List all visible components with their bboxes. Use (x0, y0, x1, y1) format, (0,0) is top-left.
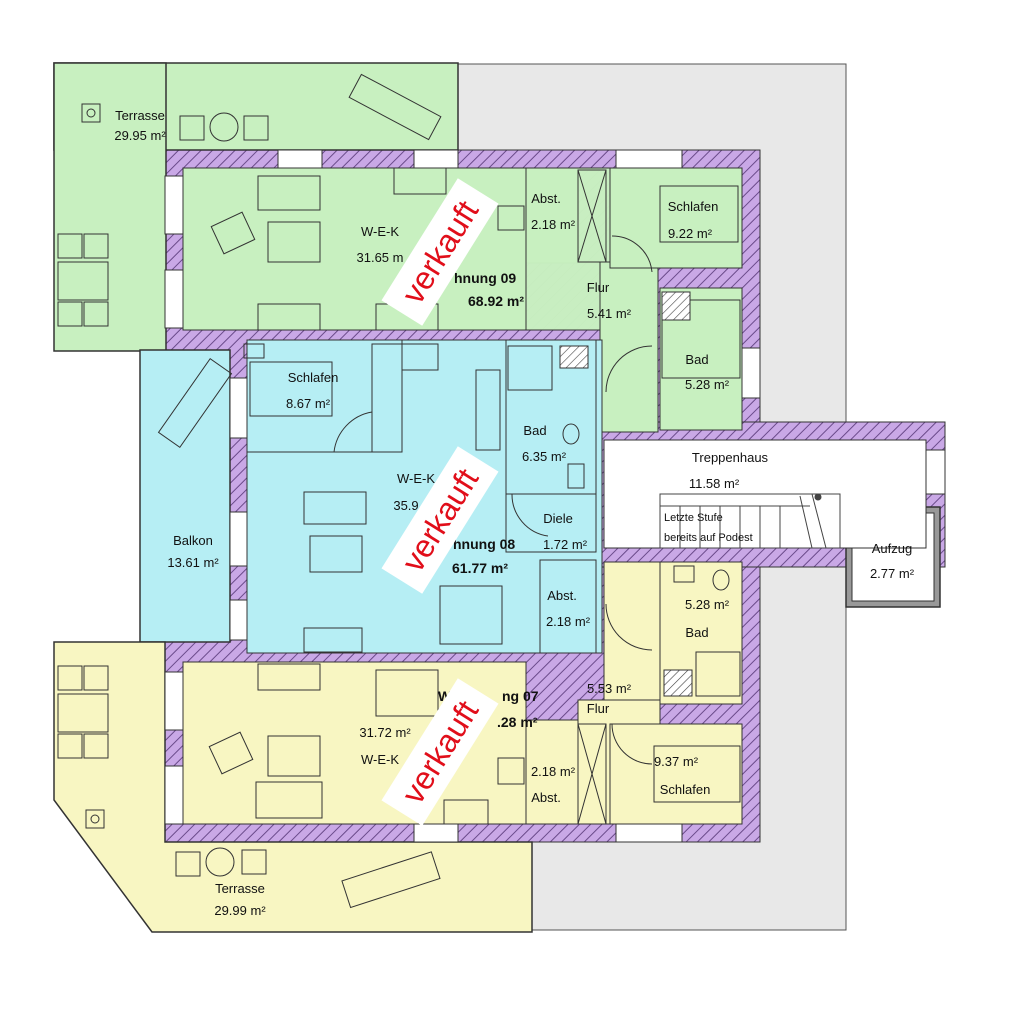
w08-diele-name: Diele (543, 511, 573, 526)
w08-title: hnung 08 (453, 536, 515, 552)
w07-title-b: ng 07 (502, 688, 539, 704)
w08-abst (539, 559, 597, 654)
stair-note-2: bereits auf Podest (664, 532, 753, 544)
w07-schlafen-name: Schlafen (660, 782, 711, 797)
w09-flur-area: 5.41 m² (587, 306, 632, 321)
w09-bad-area: 5.28 m² (685, 377, 730, 392)
w07-bad-area: 5.28 m² (685, 597, 730, 612)
w07-flur-area: 5.53 m² (587, 681, 632, 696)
w08-abst-name: Abst. (547, 588, 577, 603)
w07-flur-name: Flur (587, 701, 610, 716)
w07-terrasse-area: 29.99 m² (214, 903, 266, 918)
w08-wek-name: W-E-K (397, 471, 435, 486)
stair-note-1: Letzte Stufe (664, 512, 723, 524)
treppenhaus-name: Treppenhaus (692, 450, 769, 465)
w08-schlafen-name: Schlafen (288, 370, 339, 385)
w08-schlafen-area: 8.67 m² (286, 396, 331, 411)
w09-wek-name: W-E-K (361, 224, 399, 239)
w07-wek-area: 31.72 m² (359, 725, 411, 740)
w08-bad-area: 6.35 m² (522, 449, 567, 464)
stair-treads (659, 493, 841, 549)
w08-abst-area: 2.18 m² (546, 614, 591, 629)
w09-bad-name: Bad (685, 352, 708, 367)
w07-bad-name: Bad (685, 625, 708, 640)
aufzug-area: 2.77 m² (870, 566, 915, 581)
w07-area: .28 m² (497, 714, 538, 730)
w09-flur-name: Flur (587, 280, 610, 295)
w07-abst-name: Abst. (531, 790, 561, 805)
w09-terrace-side (53, 62, 167, 352)
treppenhaus-area: 11.58 m² (689, 476, 740, 491)
windows (164, 149, 946, 843)
w08-balkon (139, 349, 231, 643)
w07-schlafen (609, 723, 743, 825)
w08-diele-area: 1.72 m² (543, 537, 588, 552)
w09-terrasse-name: Terrasse (115, 108, 165, 123)
w09-schlafen-name: Schlafen (668, 199, 719, 214)
w07-abst (525, 719, 579, 825)
w07-schlafen-area: 9.37 m² (654, 754, 699, 769)
w08-area: 61.77 m² (452, 560, 508, 576)
w09-abst-name: Abst. (531, 191, 561, 206)
w09-title: hnung 09 (454, 270, 516, 286)
w07-terrasse-name: Terrasse (215, 881, 265, 896)
w08-bad-name: Bad (523, 423, 546, 438)
aufzug-name: Aufzug (872, 541, 912, 556)
furniture (57, 73, 741, 909)
w09-area: 68.92 m² (468, 293, 524, 309)
w09-schlafen-area: 9.22 m² (668, 226, 713, 241)
w08-balkon-name: Balkon (173, 533, 213, 548)
w09-abst-area: 2.18 m² (531, 217, 576, 232)
w08-wek-area: 35.9 (393, 498, 418, 513)
w07-wek-name: W-E-K (361, 752, 399, 767)
w09-wek-area: 31.65 m (357, 250, 404, 265)
w09-schlafen (609, 167, 743, 269)
w08-balkon-area: 13.61 m² (167, 555, 219, 570)
w08-schlafen (246, 339, 403, 453)
w08-diele (505, 493, 597, 553)
w09-terrasse-area: 29.95 m² (114, 128, 166, 143)
w07-flur (603, 561, 661, 723)
w09-flur-lower (599, 261, 659, 433)
room-labels: Terrasse 29.95 m² W-E-K 31.65 m Abst. 2.… (114, 108, 914, 918)
w07-abst-area: 2.18 m² (531, 764, 576, 779)
